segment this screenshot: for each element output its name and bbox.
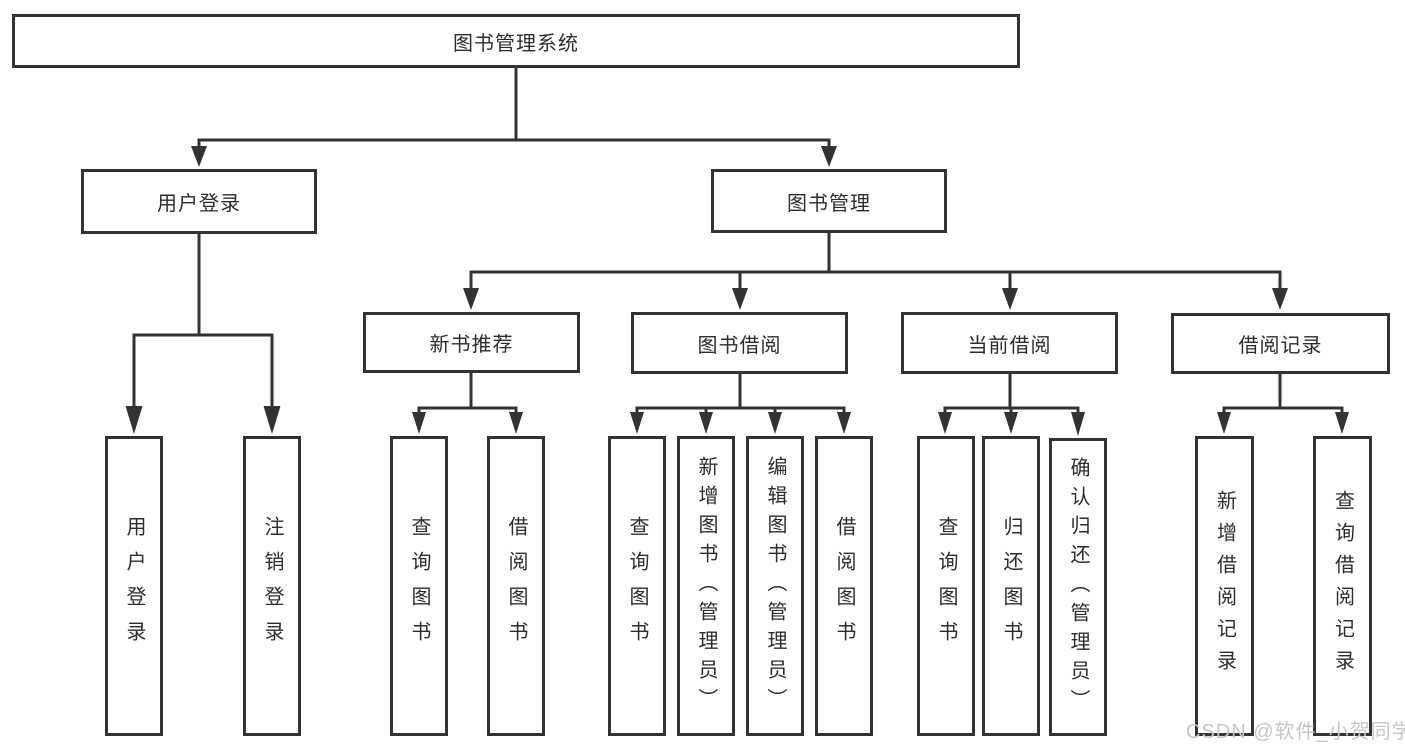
leaf-return-book-label: 归还图书 [1000, 516, 1022, 656]
node-borrowing-records: 借阅记录 [1171, 313, 1390, 374]
node-user-login-label: 用户登录 [157, 193, 241, 215]
watermark-text: CSDN @软件_小贺同学 [1186, 721, 1405, 743]
leaf-query-books-borrowing: 查询图书 [608, 436, 666, 736]
leaf-query-books-borrowing-label: 查询图书 [626, 516, 648, 656]
leaf-borrow-books-recommend: 借阅图书 [487, 436, 545, 736]
node-book-management: 图书管理 [711, 169, 947, 233]
leaf-query-books-recommend: 查询图书 [390, 436, 448, 736]
node-book-borrowing: 图书借阅 [631, 312, 848, 374]
leaf-logout-label: 注销登录 [261, 516, 283, 656]
leaf-query-borrow-record-label: 查询借阅记录 [1331, 490, 1354, 682]
leaf-edit-book-admin: 编辑图书（管理员） [746, 436, 804, 736]
leaf-query-books-current-label: 查询图书 [935, 516, 957, 656]
leaf-borrow-books-recommend-label: 借阅图书 [505, 516, 527, 656]
node-root-label: 图书管理系统 [453, 32, 579, 55]
node-new-book-recommend-label: 新书推荐 [429, 334, 514, 356]
leaf-confirm-return-admin-label: 确认归还（管理员） [1067, 456, 1089, 718]
leaf-confirm-return-admin: 确认归还（管理员） [1049, 438, 1107, 736]
leaf-edit-book-admin-label: 编辑图书（管理员） [764, 455, 786, 717]
node-new-book-recommend: 新书推荐 [363, 312, 580, 373]
node-current-borrowing: 当前借阅 [901, 312, 1118, 374]
leaf-return-book: 归还图书 [982, 436, 1040, 736]
leaf-borrow-books-borrowing-label: 借阅图书 [833, 516, 855, 656]
node-root: 图书管理系统 [12, 14, 1020, 68]
leaf-add-book-admin-label: 新增图书（管理员） [695, 455, 717, 717]
node-current-borrowing-label: 当前借阅 [967, 334, 1052, 357]
leaf-query-borrow-record: 查询借阅记录 [1313, 436, 1372, 736]
leaf-query-books-current: 查询图书 [917, 436, 975, 736]
leaf-add-borrow-record: 新增借阅记录 [1195, 436, 1254, 736]
leaf-query-books-recommend-label: 查询图书 [408, 516, 430, 656]
node-book-management-label: 图书管理 [787, 192, 871, 215]
leaf-logout: 注销登录 [243, 436, 301, 736]
leaf-user-login: 用户登录 [105, 436, 163, 736]
leaf-user-login-label: 用户登录 [123, 516, 145, 656]
leaf-add-book-admin: 新增图书（管理员） [677, 436, 735, 736]
node-book-borrowing-label: 图书借阅 [697, 334, 782, 357]
node-borrowing-records-label: 借阅记录 [1238, 335, 1323, 357]
leaf-borrow-books-borrowing: 借阅图书 [815, 436, 873, 736]
node-user-login: 用户登录 [81, 169, 317, 234]
leaf-add-borrow-record-label: 新增借阅记录 [1213, 490, 1236, 682]
